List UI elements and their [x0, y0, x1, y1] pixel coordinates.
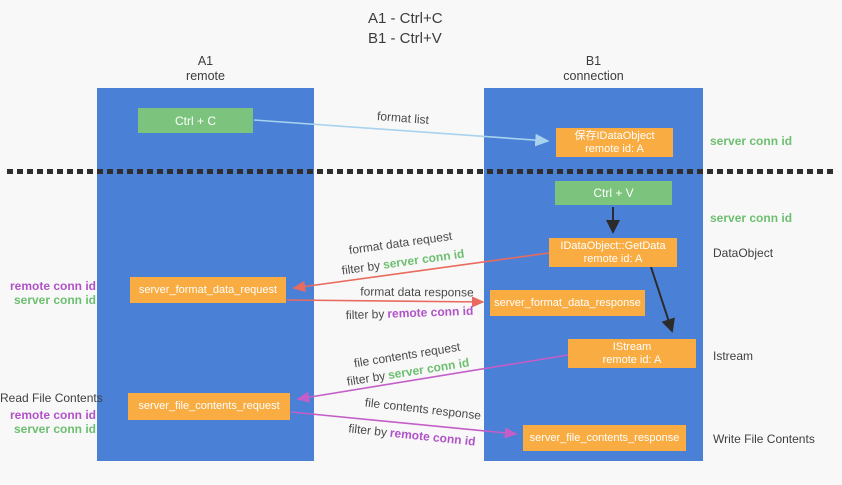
- node-server-file-contents-request: server_file_contents_request: [128, 393, 290, 420]
- annotation-server-conn-id: server conn id: [13, 422, 96, 436]
- node-save-idataobject: 保存IDataObject remote id: A: [556, 128, 673, 157]
- lifeline-a1-title: A1: [197, 54, 214, 68]
- node-getdata-line1: IDataObject::GetData: [560, 239, 666, 252]
- node-save-idataobject-line1: 保存IDataObject: [574, 129, 655, 142]
- annotation-server-conn-id-mid: server conn id: [710, 211, 793, 225]
- node-file-response-label: server_file_contents_response: [529, 431, 680, 444]
- lifeline-b1-title: B1: [585, 54, 602, 68]
- annotation-istream: Istream: [713, 349, 754, 363]
- node-istream: IStream remote id: A: [568, 339, 696, 368]
- node-ctrl-c-label: Ctrl + C: [174, 113, 216, 128]
- filter-prefix: filter by: [347, 421, 388, 440]
- lifeline-b1-subtitle: connection: [563, 69, 624, 83]
- node-server-format-data-request: server_format_data_request: [130, 277, 286, 303]
- title-line-b1: B1 - Ctrl+V: [368, 30, 442, 47]
- filter-prefix: filter by: [340, 258, 382, 278]
- dotted-separator: [7, 169, 835, 174]
- filter-key-remote-conn-id: remote conn id: [389, 425, 477, 449]
- filter-prefix: filter by: [345, 368, 387, 389]
- diagram-title: A1 - Ctrl+C B1 - Ctrl+V: [368, 9, 443, 49]
- arrow-format-data-response: [286, 296, 485, 308]
- title-line-a1: A1 - Ctrl+C: [368, 10, 443, 27]
- annotation-file-conn-ids: remote conn id server conn id: [0, 408, 96, 436]
- annotation-read-file-contents-block: Read File Contents: [0, 391, 103, 405]
- lifeline-header-b1: B1 connection: [484, 54, 703, 84]
- node-istream-line1: IStream: [612, 340, 652, 353]
- annotation-remote-conn-id: remote conn id: [9, 279, 96, 293]
- annotation-write-file-contents: Write File Contents: [713, 432, 815, 446]
- node-format-request-label: server_format_data_request: [138, 283, 278, 296]
- annotation-dataobject: DataObject: [713, 246, 774, 260]
- annotation-format-conn-ids: remote conn id server conn id: [0, 279, 96, 307]
- node-server-file-contents-response: server_file_contents_response: [523, 425, 686, 451]
- annotation-remote-conn-id: remote conn id: [9, 408, 96, 422]
- lifeline-a1-subtitle: remote: [186, 69, 225, 83]
- annotation-read-file-contents: Read File Contents: [0, 391, 103, 405]
- node-istream-line2: remote id: A: [602, 353, 662, 366]
- annotation-server-conn-id-top: server conn id: [710, 134, 793, 148]
- annotation-server-conn-id: server conn id: [13, 293, 96, 307]
- node-idataobject-getdata: IDataObject::GetData remote id: A: [549, 238, 677, 267]
- node-ctrl-c: Ctrl + C: [138, 108, 253, 133]
- node-server-format-data-response: server_format_data_response: [490, 290, 645, 316]
- node-save-idataobject-line2: remote id: A: [585, 142, 644, 155]
- node-getdata-line2: remote id: A: [583, 252, 643, 265]
- node-format-response-label: server_format_data_response: [494, 296, 641, 309]
- label-format-data-response: format data response: [360, 284, 474, 300]
- label-file-contents-response: file contents response: [364, 395, 482, 423]
- node-ctrl-v: Ctrl + V: [555, 181, 672, 205]
- node-ctrl-v-label: Ctrl + V: [593, 186, 634, 200]
- node-file-request-label: server_file_contents_request: [138, 400, 280, 412]
- label-format-list: format list: [376, 108, 430, 128]
- lifeline-header-a1: A1 remote: [97, 54, 314, 84]
- filter-key-remote-conn-id: remote conn id: [387, 303, 474, 321]
- filter-prefix: filter by: [345, 306, 385, 323]
